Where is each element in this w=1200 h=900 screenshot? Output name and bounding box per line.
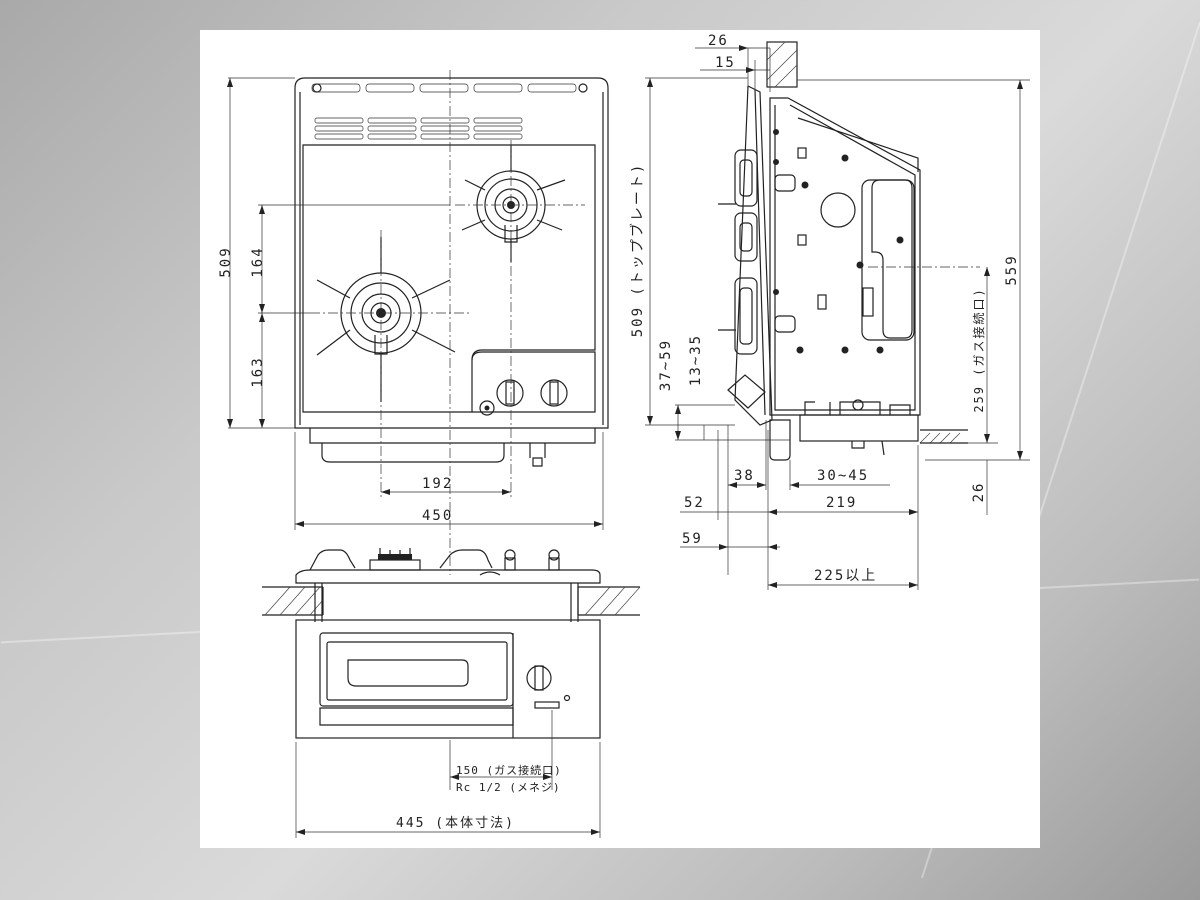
dimension-labels: 509 164 163 192 450 26 15 509 (トップブレート) … [218,33,1020,831]
dim-26-bottom: 26 [971,482,987,503]
dim-509-left: 509 [218,246,234,277]
dim-rc-thread: Rc 1/2 (メネジ) [456,781,561,794]
dim-219: 219 [826,495,857,511]
dim-509-top-plate: 509 (トップブレート) [629,163,646,338]
dim-450: 450 [422,508,453,524]
front-view [262,548,641,838]
dim-15: 15 [715,55,736,71]
dim-559: 559 [1004,254,1020,285]
dim-225: 225以上 [814,568,877,584]
side-view [645,41,1030,590]
technical-drawing: 509 164 163 192 450 26 15 509 (トップブレート) … [218,33,1030,838]
dim-150-gas: 150 (ガス接続口) [456,763,562,777]
dim-163: 163 [250,356,266,387]
front-burner [316,237,456,402]
dim-37-59: 37~59 [658,339,674,391]
dim-59: 59 [682,531,703,547]
dim-445: 445 (本体寸法) [396,816,515,831]
dim-38: 38 [734,468,755,484]
dim-26-top: 26 [708,33,729,49]
dim-30-45: 30~45 [817,468,869,484]
dim-192: 192 [422,476,453,492]
drawing-sheet: 509 164 163 192 450 26 15 509 (トップブレート) … [200,30,1040,848]
rear-burner [461,145,566,262]
dim-259-gas: 259 (ガス接続口) [971,287,986,412]
dim-13-35: 13~35 [688,334,704,386]
dim-52: 52 [684,495,705,511]
dim-164: 164 [250,246,266,277]
top-view [227,70,609,575]
